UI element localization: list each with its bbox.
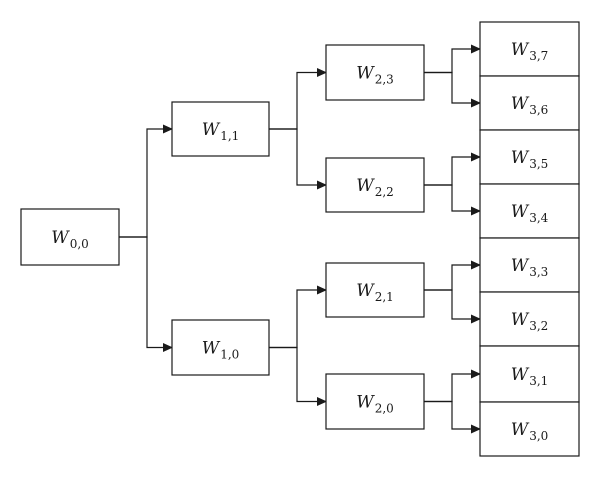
node-box [479,237,580,293]
node-label: W1,1 [202,120,240,143]
node-label-subscript: 2,3 [375,73,394,87]
node-label-subscript: 3,6 [529,103,548,117]
node-label-base: W [511,148,530,168]
edge-w22-to-w35 [424,152,481,186]
node-box [171,101,270,157]
node-w21: W2,1 [325,262,425,318]
node-box [171,319,270,376]
node-label-subscript: 2,0 [375,402,394,416]
node-w37: W3,7 [479,21,580,77]
edge-w23-to-w36 [424,71,481,108]
node-w23: W2,3 [325,44,425,101]
node-label-subscript: 3,0 [529,429,548,443]
edge-w11-to-w23 [269,68,327,130]
node-box [479,401,580,457]
node-label-base: W [202,120,221,140]
edge-w22-to-w34 [424,184,481,216]
node-label: W0,0 [51,228,89,251]
node-w30: W3,0 [479,401,580,457]
node-label-subscript: 3,1 [529,374,548,388]
node-label: W3,7 [511,40,549,63]
edge-w10-to-w20 [269,346,327,406]
edge-w20-to-w30 [424,400,481,434]
node-label-base: W [356,393,375,413]
node-w35: W3,5 [479,129,580,185]
node-w36: W3,6 [479,75,580,131]
node-label: W3,6 [511,94,549,117]
node-label-base: W [511,202,530,222]
node-label: W2,1 [356,281,394,304]
connector-layer [119,44,481,434]
node-w31: W3,1 [479,345,580,403]
node-label-base: W [511,40,530,60]
node-label-base: W [511,94,530,114]
node-box [479,21,580,77]
node-box [20,208,120,266]
node-label: W2,2 [356,176,394,199]
node-box [325,44,425,101]
node-label-subscript: 3,7 [529,49,548,63]
node-label-base: W [356,176,375,196]
node-label-base: W [356,281,375,301]
node-label: W1,0 [202,339,240,362]
node-label-subscript: 3,4 [529,211,548,225]
node-label: W3,3 [511,256,549,279]
node-box [479,75,580,131]
node-w00: W0,0 [20,208,120,266]
node-label-base: W [511,420,530,440]
node-w20: W2,0 [325,373,425,430]
node-label: W2,3 [356,64,394,87]
node-label-subscript: 1,0 [220,348,239,362]
edge-w10-to-w21 [269,285,327,349]
node-box [479,345,580,403]
node-label-base: W [511,310,530,330]
node-box [325,157,425,213]
node-box [479,291,580,347]
node-layer: W0,0W1,1W1,0W2,3W2,2W2,1W2,0W3,7W3,6W3,5… [20,21,580,457]
node-label-subscript: 2,1 [375,290,394,304]
node-w33: W3,3 [479,237,580,293]
node-label-base: W [511,256,530,276]
node-w34: W3,4 [479,183,580,239]
node-label: W3,2 [511,310,549,333]
edge-w11-to-w22 [269,128,327,190]
node-label-subscript: 2,2 [375,185,394,199]
node-label: W3,5 [511,148,549,171]
edge-w00-to-w11 [119,124,173,238]
node-label-base: W [202,339,221,359]
node-w10: W1,0 [171,319,270,376]
node-label-subscript: 1,1 [220,129,239,143]
edge-w21-to-w32 [424,289,481,324]
node-label: W3,0 [511,420,549,443]
node-label-subscript: 3,3 [529,265,548,279]
node-label: W3,1 [511,365,549,388]
node-label-subscript: 3,2 [529,319,548,333]
edge-w00-to-w10 [119,236,173,352]
node-label-base: W [51,228,70,248]
node-label-base: W [511,365,530,385]
node-label-subscript: 0,0 [70,237,89,251]
node-box [325,373,425,430]
edge-w21-to-w33 [424,260,481,291]
node-w22: W2,2 [325,157,425,213]
node-label-subscript: 3,5 [529,157,548,171]
node-label: W3,4 [511,202,549,225]
node-label: W2,0 [356,393,394,416]
edge-w23-to-w37 [424,44,481,74]
node-w11: W1,1 [171,101,270,157]
node-w32: W3,2 [479,291,580,347]
node-label-base: W [356,64,375,84]
node-box [325,262,425,318]
node-box [479,129,580,185]
edge-w20-to-w31 [424,369,481,403]
